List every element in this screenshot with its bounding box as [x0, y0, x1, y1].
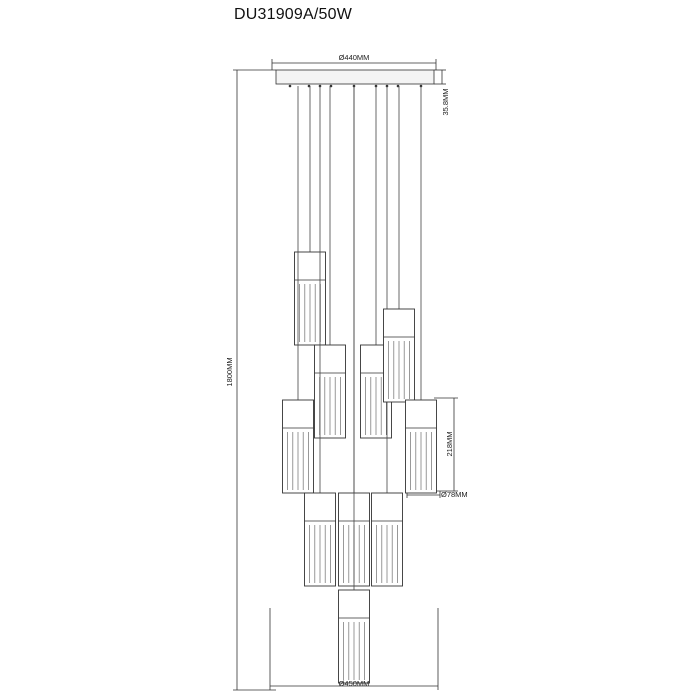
overall-diameter-label: Ø450MM [339, 679, 370, 688]
shade-height-label: 218MM [445, 431, 454, 456]
pendant-light [294, 86, 326, 346]
canopy-height-dimension [434, 69, 446, 85]
total-height-label: 1800MM [225, 357, 234, 386]
model-title: DU31909A/50W [234, 6, 353, 23]
canopy-diameter-label: Ø440MM [339, 53, 370, 62]
pendant-light [371, 86, 403, 587]
pendant-lights [282, 86, 437, 684]
pendant-light [304, 86, 336, 587]
ceiling-canopy [275, 69, 435, 85]
canopy-attachments [288, 84, 423, 88]
shade-diameter-label: Ø78MM [441, 490, 468, 499]
pendant-light [282, 86, 314, 494]
pendant-light [338, 86, 370, 684]
pendant-light [405, 86, 437, 494]
shade-height-dimension [434, 397, 458, 492]
total-height-dimension [233, 69, 276, 691]
canopy-height-label: 35.8MM [441, 88, 450, 115]
pendant-light [383, 86, 415, 403]
canopy-width-dimension [271, 59, 437, 70]
overall-diameter-dimension [269, 608, 439, 690]
